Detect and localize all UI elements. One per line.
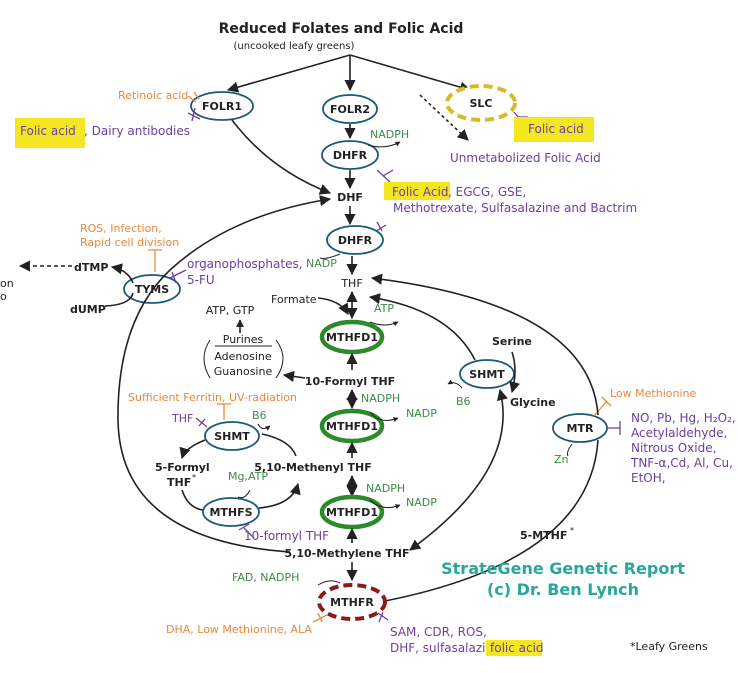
- serine-label: Serine: [492, 335, 532, 348]
- highlight-folic-acid-1: [15, 118, 85, 148]
- rapid-cell-division-text: Rapid cell division: [80, 236, 179, 249]
- 5-formyl-thf-text: THF: [167, 476, 191, 489]
- organophosphates-text: organophosphates,: [187, 257, 303, 271]
- mthfd1-a-label: MTHFD1: [326, 331, 378, 344]
- purines-text: Purines: [223, 333, 264, 346]
- 5-mthf-asterisk: *: [570, 526, 574, 535]
- diagram-subtitle: (uncooked leafy greens): [234, 41, 355, 52]
- shmt-right-node: [459, 359, 515, 389]
- 10-formyl-thf-label: 10-Formyl THF: [305, 375, 395, 388]
- nadp-3-text: NADP: [406, 496, 437, 509]
- mthfs-label: MTHFS: [209, 506, 252, 519]
- nadph-2-text: NADPH: [361, 392, 400, 405]
- dha-text: DHA, Low Methionine, ALA: [166, 623, 312, 636]
- cut-o-text: o: [0, 290, 7, 303]
- dhfr-mid-node: [326, 225, 384, 255]
- shmt-left-label: SHMT: [214, 430, 250, 443]
- 5-formyl-asterisk: *: [192, 473, 196, 482]
- folic-acid-2-text: Folic Acid: [392, 185, 448, 199]
- thf-label: THF: [340, 277, 362, 290]
- dhfr-top-node: [321, 140, 379, 170]
- folic-acid-text-1: Folic acid: [20, 124, 76, 138]
- metals-4-text: TNF-α,Cd, Al, Cu,: [630, 456, 733, 470]
- methenyl-thf-label: 5,10-Methenyl THF: [254, 461, 372, 474]
- dtmp-label: dTMP: [74, 261, 108, 274]
- nadp-2-text: NADP: [406, 407, 437, 420]
- b6-right-text: B6: [456, 395, 471, 408]
- watermark-line-2: (c) Dr. Ben Lynch: [487, 580, 639, 599]
- nadph-1-text: NADPH: [370, 128, 409, 141]
- highlight-folic-acid-3: [486, 640, 542, 656]
- atp-1-text: ATP: [374, 302, 394, 315]
- adenosine-text: Adenosine: [214, 350, 272, 363]
- glycine-label: Glycine: [510, 396, 556, 409]
- mthfd1-b-node: [319, 408, 385, 444]
- folr2-label: FOLR2: [330, 103, 370, 116]
- methotrexate-text: Methotrexate, Sulfasalazine and Bactrim: [393, 201, 637, 215]
- highlight-folic-acid-slc: [514, 117, 594, 142]
- mthfd1-c-node: [319, 494, 385, 530]
- top-arrows: [226, 54, 472, 141]
- mthfd1-a-node: [319, 319, 385, 355]
- mg-atp-text: Mg,ATP: [228, 470, 268, 483]
- thf-inhibitor-text: THF: [171, 412, 193, 425]
- slc-node: [445, 84, 517, 122]
- nadph-3-text: NADPH: [366, 482, 405, 495]
- formate-label: Formate: [271, 293, 317, 306]
- slc-label: SLC: [469, 97, 492, 110]
- 5-mthf-label: 5-MTHF: [520, 529, 567, 542]
- folr1-node: [190, 91, 254, 121]
- 10-formyl-thf-inhibitor-text: 10-formyl THF: [244, 529, 329, 543]
- mtr-label: MTR: [567, 422, 594, 435]
- metals-3-text: Nitrous Oxide,: [631, 441, 716, 455]
- dhf-sulfasalazine-text: DHF, sulfasalazine,: [390, 641, 504, 655]
- folr1-label: FOLR1: [202, 100, 242, 113]
- 5fu-text: 5-FU: [187, 273, 215, 287]
- mthfr-label: MTHFR: [330, 596, 374, 609]
- tyms-node: [123, 274, 181, 304]
- retinoic-acid-text: Retinoic acid: [118, 89, 188, 102]
- folic-acid-3-text: folic acid: [490, 641, 544, 655]
- mthfr-node: [317, 583, 387, 621]
- metals-2-text: Acetylaldehyde,: [631, 426, 727, 440]
- dhfr-mid-label: DHFR: [338, 234, 373, 247]
- ros-infection-text: ROS, Infection,: [80, 222, 162, 235]
- dhfr-top-label: DHFR: [333, 149, 368, 162]
- diagram-title: Reduced Folates and Folic Acid: [219, 21, 464, 37]
- folr2-node: [322, 94, 378, 124]
- ferritin-uv-text: Sufficient Ferritin, UV-radiation: [128, 391, 297, 404]
- watermark-line-1: StrateGene Genetic Report: [441, 559, 685, 578]
- shmt-left-node: [204, 421, 260, 451]
- nadp-1-text: NADP: [306, 257, 337, 270]
- 5-formyl-text: 5-Formyl: [155, 461, 210, 474]
- b6-left-text: B6: [252, 409, 267, 422]
- dhf-label: DHF: [337, 191, 363, 204]
- footnote-text: *Leafy Greens: [630, 640, 708, 653]
- zn-text: Zn: [554, 453, 569, 466]
- mthfd1-c-label: MTHFD1: [326, 506, 378, 519]
- mtr-node: [552, 413, 608, 443]
- folic-acid-slc-text: Folic acid: [528, 122, 584, 136]
- shmt-right-label: SHMT: [469, 368, 505, 381]
- mthfd1-b-label: MTHFD1: [326, 420, 378, 433]
- unmetabolized-folic-acid-text: Unmetabolized Folic Acid: [450, 151, 601, 165]
- cut-on-text: on: [0, 277, 14, 290]
- methylene-thf-label: 5,10-Methylene THF: [285, 547, 410, 560]
- low-methionine-text: Low Methionine: [610, 387, 696, 400]
- guanosine-text: Guanosine: [214, 365, 273, 378]
- mthfs-node: [202, 497, 260, 527]
- sam-cdr-text: SAM, CDR, ROS,: [390, 625, 487, 639]
- dump-label: dUMP: [70, 303, 106, 316]
- atp-gtp-text: ATP, GTP: [206, 304, 255, 317]
- metals-1-text: NO, Pb, Hg, H₂O₂,: [631, 411, 736, 425]
- fad-nadph-text: FAD, NADPH: [232, 571, 299, 584]
- egcg-text: , EGCG, GSE,: [448, 185, 526, 199]
- dairy-antibodies-text: , Dairy antibodies: [84, 124, 190, 138]
- highlight-folic-acid-2: [384, 182, 450, 200]
- metals-5-text: EtOH,: [631, 471, 666, 485]
